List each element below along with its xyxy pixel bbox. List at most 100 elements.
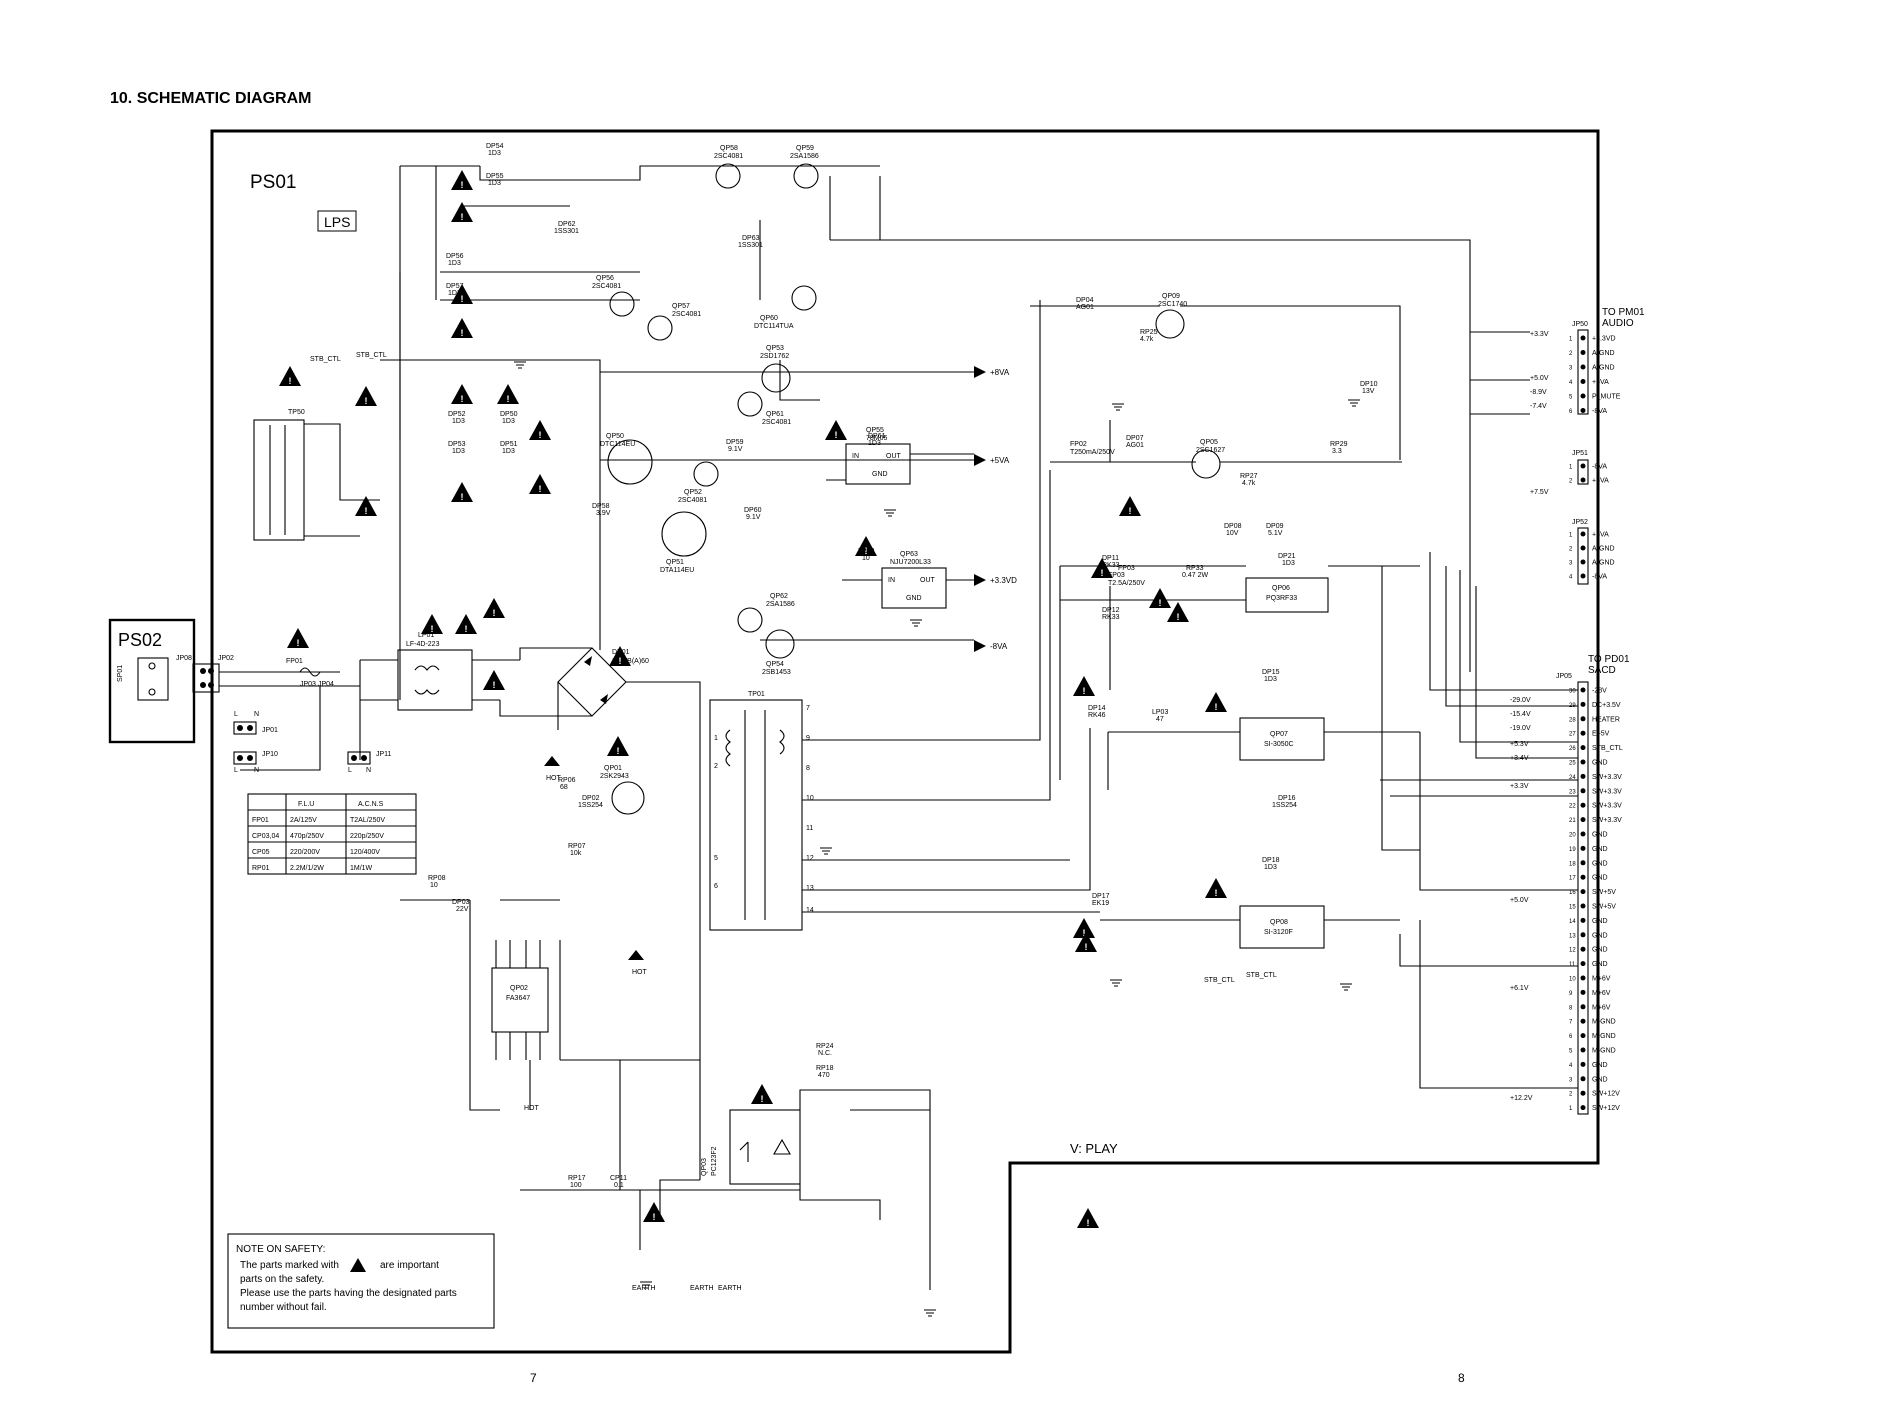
connector-pin <box>1580 730 1586 736</box>
svg-text:FA3647: FA3647 <box>506 995 530 1002</box>
table-header: A.C.N.S <box>358 801 384 808</box>
svg-text:N: N <box>254 767 259 774</box>
svg-text:3.3: 3.3 <box>1332 448 1342 455</box>
safety-line3: Please use the parts having the designat… <box>240 1288 457 1299</box>
svg-text:QP62: QP62 <box>770 593 788 600</box>
svg-text:2SC4081: 2SC4081 <box>672 311 701 318</box>
transformer-tp50: TP50 <box>253 409 380 541</box>
pin-label: M-GND <box>1592 1033 1616 1040</box>
svg-text:1D3: 1D3 <box>502 448 515 455</box>
safety-line4: number without fail. <box>240 1302 327 1313</box>
connector-pin <box>1580 463 1586 469</box>
svg-text:4.7k: 4.7k <box>1140 336 1154 343</box>
svg-text:L: L <box>234 711 238 718</box>
svg-text:DP21: DP21 <box>1278 553 1296 560</box>
pin-label: GND <box>1592 932 1608 939</box>
ps01-label: PS01 <box>250 172 296 193</box>
pin-number: 23 <box>1569 789 1576 795</box>
svg-text:IN: IN <box>852 453 859 460</box>
svg-text:QP56: QP56 <box>596 275 614 282</box>
voltage-label: +6.1V <box>1510 985 1529 992</box>
svg-text:N: N <box>366 767 371 774</box>
safety-line2: parts on the safety. <box>240 1274 324 1285</box>
pin-label: GND <box>1592 846 1608 853</box>
svg-text:5.1V: 5.1V <box>1268 530 1283 537</box>
svg-text:1D3: 1D3 <box>1264 676 1277 683</box>
pin-label: GND <box>1592 1062 1608 1069</box>
table-cell: T2AL/250V <box>350 817 385 824</box>
svg-text:QP63: QP63 <box>900 551 918 558</box>
svg-text:22V: 22V <box>456 906 469 913</box>
svg-text:JP51: JP51 <box>1572 450 1588 457</box>
connector-pin <box>1580 559 1586 565</box>
svg-text:47: 47 <box>1156 716 1164 723</box>
pin-number: 10 <box>1569 977 1576 983</box>
connector-pin <box>1580 350 1586 355</box>
safety-heading: NOTE ON SAFETY: <box>236 1244 325 1255</box>
svg-text:1D3: 1D3 <box>488 150 501 157</box>
svg-text:9.1V: 9.1V <box>728 446 743 453</box>
svg-text:!: ! <box>1159 598 1162 608</box>
svg-text:S1WB(A)60: S1WB(A)60 <box>612 658 649 665</box>
voltage-label: +3.4V <box>1510 755 1529 762</box>
pin-number: 3 <box>1569 366 1573 372</box>
svg-text:!: ! <box>461 492 464 502</box>
svg-text:JP04: JP04 <box>318 681 334 688</box>
pin-label: SW+3.3V <box>1592 803 1622 810</box>
svg-text:PQ3RF33: PQ3RF33 <box>1266 595 1297 602</box>
pd01-to: TO PD01 <box>1588 654 1630 665</box>
ic-qp55: QP55 78M05 IN OUT GND <box>845 427 911 485</box>
table-cell: FP01 <box>252 817 269 824</box>
svg-text:QP51: QP51 <box>666 559 684 566</box>
svg-text:1D3: 1D3 <box>1264 864 1277 871</box>
warning-icon: ! <box>483 670 505 690</box>
svg-text:2SC4081: 2SC4081 <box>678 497 707 504</box>
warning-icon: ! <box>421 614 443 634</box>
connector-pin <box>1580 831 1586 837</box>
pin-number: 2 <box>1569 479 1573 485</box>
ps02-switch: SP01 <box>117 657 169 701</box>
svg-text:11: 11 <box>806 825 813 832</box>
pin-number: 28 <box>1569 717 1576 723</box>
svg-text:!: ! <box>465 624 468 634</box>
pin-number: 16 <box>1569 890 1576 896</box>
pin-number: 4 <box>1569 575 1573 581</box>
svg-text:13: 13 <box>806 885 814 892</box>
page-number-right: 8 <box>1458 1371 1465 1385</box>
warning-icon: ! <box>751 1084 773 1104</box>
svg-text:FP01: FP01 <box>286 658 303 665</box>
svg-text:DP63: DP63 <box>742 235 760 242</box>
svg-text:3.9V: 3.9V <box>596 510 611 517</box>
svg-text:TP50: TP50 <box>288 409 305 416</box>
pin-label: P_MUTE <box>1592 394 1621 401</box>
svg-text:!: ! <box>431 624 434 634</box>
svg-text:DP11: DP11 <box>1102 555 1119 562</box>
warning-icon: ! <box>1091 558 1113 578</box>
svg-text:RP27: RP27 <box>1240 473 1258 480</box>
svg-text:12: 12 <box>806 855 814 862</box>
pin-label: -8VA <box>1592 408 1607 415</box>
connector-pin <box>1580 1061 1586 1067</box>
table-cell: 2A/125V <box>290 817 317 824</box>
pin-label: SW+5V <box>1592 904 1616 911</box>
svg-text:LF-4D-223: LF-4D-223 <box>406 641 440 648</box>
svg-text:DP53: DP53 <box>448 441 466 448</box>
svg-text:!: ! <box>493 680 496 690</box>
pin-number: 11 <box>1569 962 1576 968</box>
rail-arrows: +8VA +5VA +3.3VD -8VA <box>974 366 1017 652</box>
connector-pin <box>1580 773 1586 779</box>
pin-label: SW+3.3V <box>1592 817 1622 824</box>
connector-pin <box>1580 1105 1586 1111</box>
svg-text:2: 2 <box>714 763 718 770</box>
svg-text:1D3: 1D3 <box>448 260 461 267</box>
connector-jp05: JP05 -28V30DC+3.5V29HEATER28E+5V27STB_CT… <box>1556 673 1623 1115</box>
svg-text:QP08: QP08 <box>1270 919 1288 926</box>
pin-number: 1 <box>1569 465 1573 471</box>
pin-number: 14 <box>1569 919 1576 925</box>
svg-text:RP33: RP33 <box>1186 565 1204 572</box>
pd01-sub: SACD <box>1588 665 1616 676</box>
svg-text:DP09: DP09 <box>1266 523 1284 530</box>
